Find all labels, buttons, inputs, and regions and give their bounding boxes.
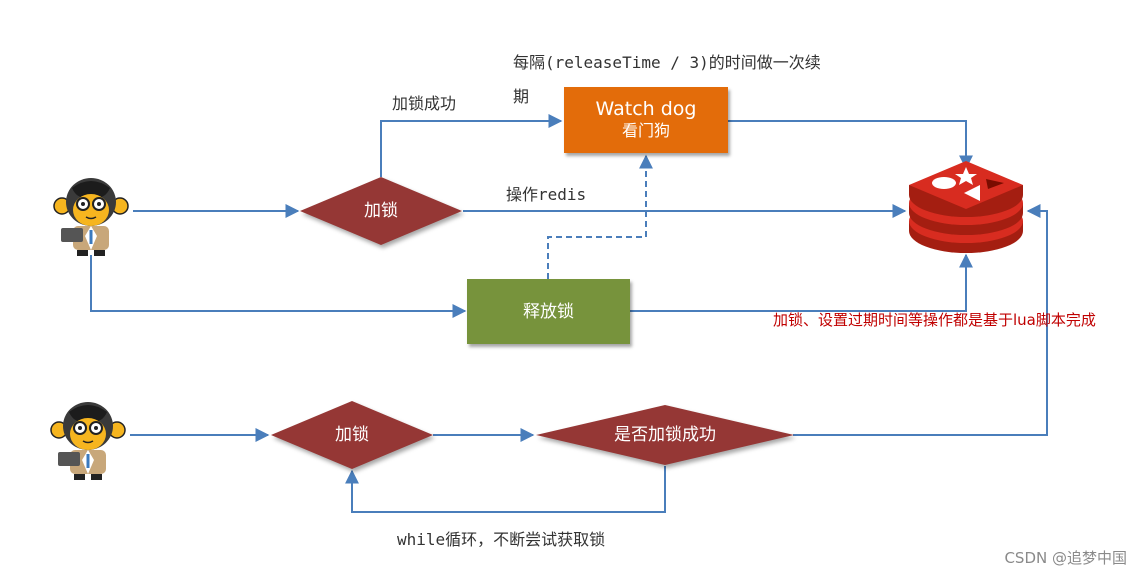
release-lock-box: 释放锁 — [467, 279, 630, 344]
check-diamond-shape — [536, 405, 794, 465]
watchdog-box: Watch dog 看门狗 — [564, 87, 728, 153]
arrow-watchdog-to-redis — [728, 120, 973, 170]
arrow-lock-to-watchdog — [380, 114, 563, 177]
user-bottom-icon — [50, 402, 126, 480]
watchdog-subtitle: 看门狗 — [621, 121, 670, 140]
renew-note-line1: 每隔(releaseTime / 3)的时间做一次续 — [513, 53, 821, 72]
lock-diamond-label: 加锁 — [364, 201, 398, 221]
redis-logo-icon — [909, 161, 1023, 253]
user-top-icon — [53, 178, 129, 256]
arrow-loop-back — [345, 466, 666, 513]
release-lock-label: 释放锁 — [523, 301, 574, 322]
lock2-diamond-shape — [271, 401, 433, 469]
operate-redis-label: 操作redis — [506, 185, 587, 204]
lock-diamond-shape — [300, 177, 462, 245]
lua-script-note: 加锁、设置过期时间等操作都是基于lua脚本完成 — [773, 311, 1096, 329]
arrow-release-to-redis — [630, 253, 973, 312]
check-diamond-label: 是否加锁成功 — [614, 425, 716, 445]
lock2-diamond-label: 加锁 — [335, 425, 369, 445]
arrow-release-to-watchdog — [547, 154, 653, 279]
renew-note-line2: 期 — [513, 87, 530, 106]
while-loop-label: while循环，不断尝试获取锁 — [397, 530, 606, 549]
lock-success-label: 加锁成功 — [392, 94, 457, 113]
arrow-user-to-release — [90, 255, 467, 318]
arrow-check-to-redis — [793, 204, 1048, 436]
watermark: CSDN @追梦中国 — [1004, 549, 1127, 567]
watchdog-title: Watch dog — [595, 98, 697, 120]
